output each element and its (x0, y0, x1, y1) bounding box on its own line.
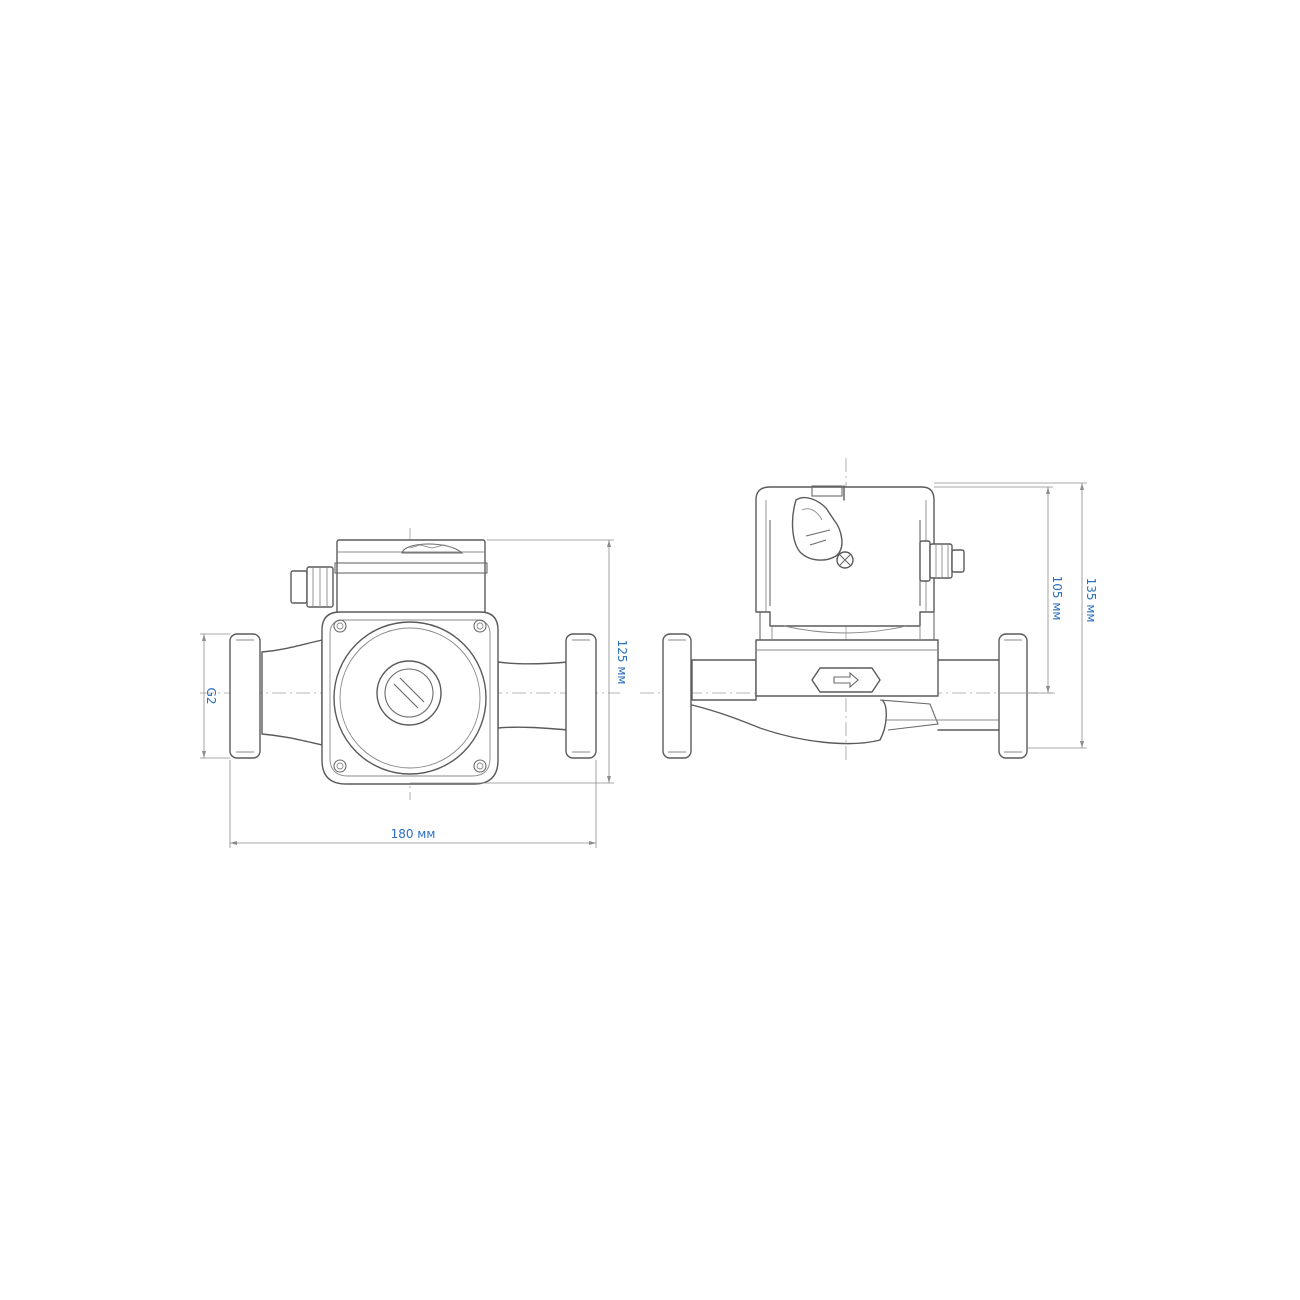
side-dimensions (934, 482, 1087, 749)
front-vent-plug (376, 660, 442, 726)
front-motor-cover (333, 621, 487, 775)
thread-size-label: G2 (204, 688, 218, 705)
side-left-flange (662, 633, 692, 759)
side-view (640, 458, 1055, 760)
front-outlet-pipe (497, 661, 569, 731)
front-view (200, 528, 620, 800)
front-cable-gland (290, 566, 334, 608)
overall-height-label: 135 мм (1084, 578, 1098, 623)
flow-direction-arrow-icon (811, 667, 881, 693)
front-mounting-screws (333, 619, 487, 773)
front-left-flange (229, 633, 261, 759)
side-right-flange (998, 633, 1028, 759)
side-cable-gland (919, 540, 965, 582)
front-terminal-box (334, 539, 488, 616)
front-right-flange (565, 633, 597, 759)
side-volute (691, 699, 887, 745)
side-pipe-body (691, 659, 757, 701)
side-motor-housing (755, 485, 935, 640)
front-dimensions (200, 539, 614, 848)
overall-length-label: 180 мм (391, 827, 436, 841)
cross-screw-icon (836, 551, 854, 569)
speed-selector-knob-icon (791, 496, 843, 561)
front-inlet-pipe (261, 639, 323, 746)
front-height-label: 125 мм (615, 640, 629, 685)
height-to-axis-label: 105 мм (1050, 576, 1064, 621)
